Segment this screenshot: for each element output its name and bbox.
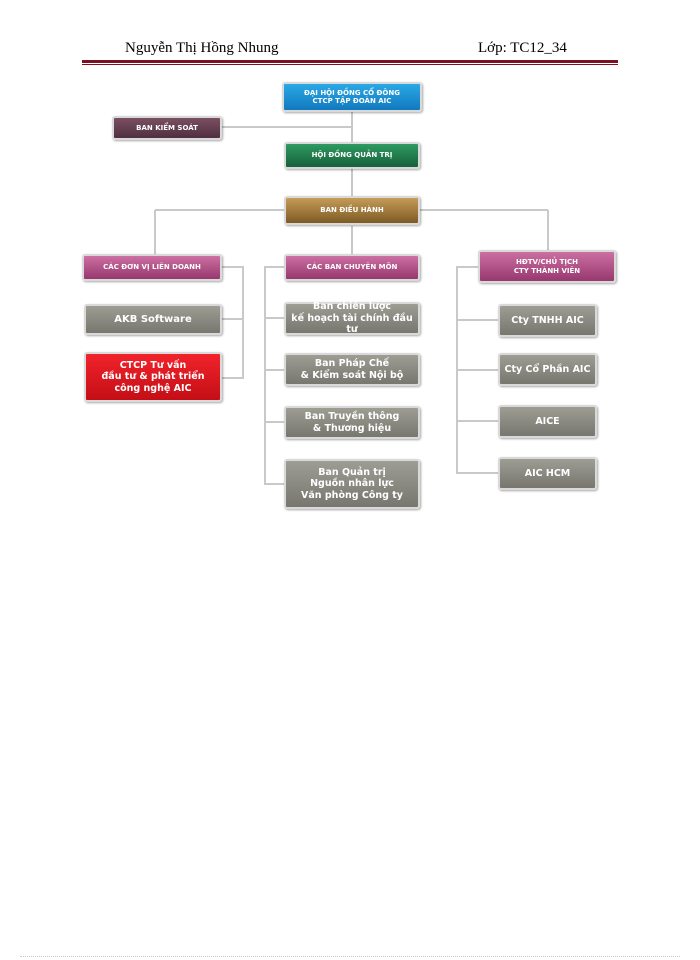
member-item-cty-tnhh-aic: Cty TNHH AIC [498,304,597,337]
dept-item-strategy: Ban chiến lược kế hoạch tài chính đầu tư [284,301,420,335]
member-item-aice: AICE [498,405,597,438]
dept-item-legal: Ban Pháp Chế & Kiểm soát Nội bộ [284,353,420,386]
board-of-directors-box: HỘI ĐỒNG QUẢN TRỊ [284,142,420,169]
class-label: Lớp: TC12_34 [478,40,567,56]
dept-item-communications: Ban Truyền thông & Thương hiệu [284,406,420,439]
dept-item-hr-admin: Ban Quản trị Nguồn nhân lực Văn phòng Cô… [284,459,420,509]
page-bottom-rule [20,956,680,957]
shareholders-box: ĐẠI HỘI ĐỒNG CỔ ĐÔNG CTCP TẬP ĐOÀN AIC [282,82,422,112]
departments-header: CÁC BAN CHUYÊN MÔN [284,254,420,281]
header-rule [82,60,618,63]
joint-ventures-header: CÁC ĐƠN VỊ LIÊN DOANH [82,254,222,281]
author-name: Nguyễn Thị Hồng Nhung [125,40,279,56]
member-item-cty-co-phan-aic: Cty Cổ Phần AIC [498,353,597,386]
member-item-aic-hcm: AIC HCM [498,457,597,490]
supervisory-board-box: BAN KIỂM SOÁT [112,116,222,140]
header-rule-thin [82,64,618,65]
members-header: HĐTV/CHỦ TỊCH CTY THÀNH VIÊN [478,250,616,283]
jv-item-aic-consulting: CTCP Tư vấn đầu tư & phát triển công ngh… [84,352,222,402]
executive-board-box: BAN ĐIỀU HÀNH [284,196,420,225]
jv-item-akb-software: AKB Software [84,304,222,335]
